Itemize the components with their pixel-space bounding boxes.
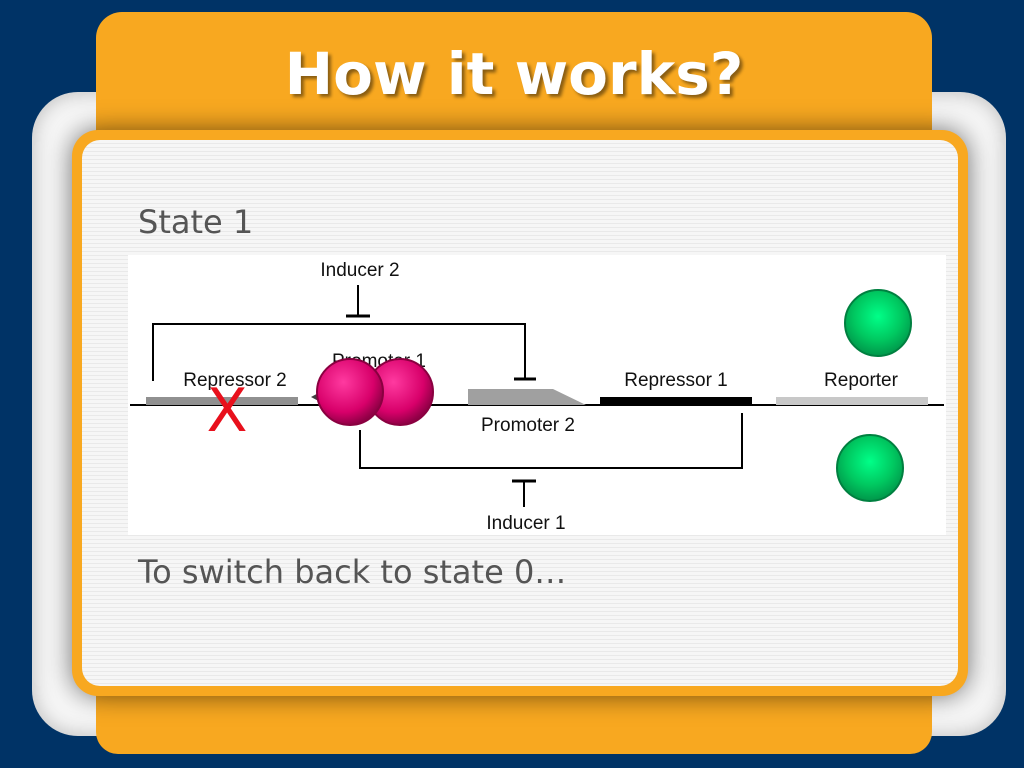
repression-loop-top	[152, 323, 526, 381]
repressor2-gene	[146, 397, 298, 405]
genetic-toggle-diagram: Inducer 2 Repressor 2 Promoter 1 Promote…	[128, 255, 946, 535]
reporter-protein	[844, 289, 912, 357]
bottom-banner	[96, 690, 932, 754]
inducer2-label: Inducer 2	[320, 260, 399, 281]
repressor1-label: Repressor 1	[624, 370, 728, 391]
repression-loop-bottom	[359, 413, 743, 469]
slide-title: How it works?	[284, 40, 744, 108]
repressor2-label: Repressor 2	[183, 370, 287, 391]
repression-cross-mark: X	[206, 376, 247, 446]
repressor1-protein	[316, 358, 384, 426]
reporter-gene	[776, 397, 928, 405]
title-banner	[96, 12, 932, 134]
reporter-protein	[836, 434, 904, 502]
promoter2-label: Promoter 2	[481, 415, 575, 436]
reporter-label: Reporter	[824, 370, 899, 391]
repressor1-gene	[600, 397, 752, 405]
footer-text: To switch back to state 0…	[138, 553, 567, 591]
promoter2-arrow	[468, 389, 586, 405]
inducer1-label: Inducer 1	[486, 513, 565, 534]
state-label: State 1	[138, 203, 254, 241]
